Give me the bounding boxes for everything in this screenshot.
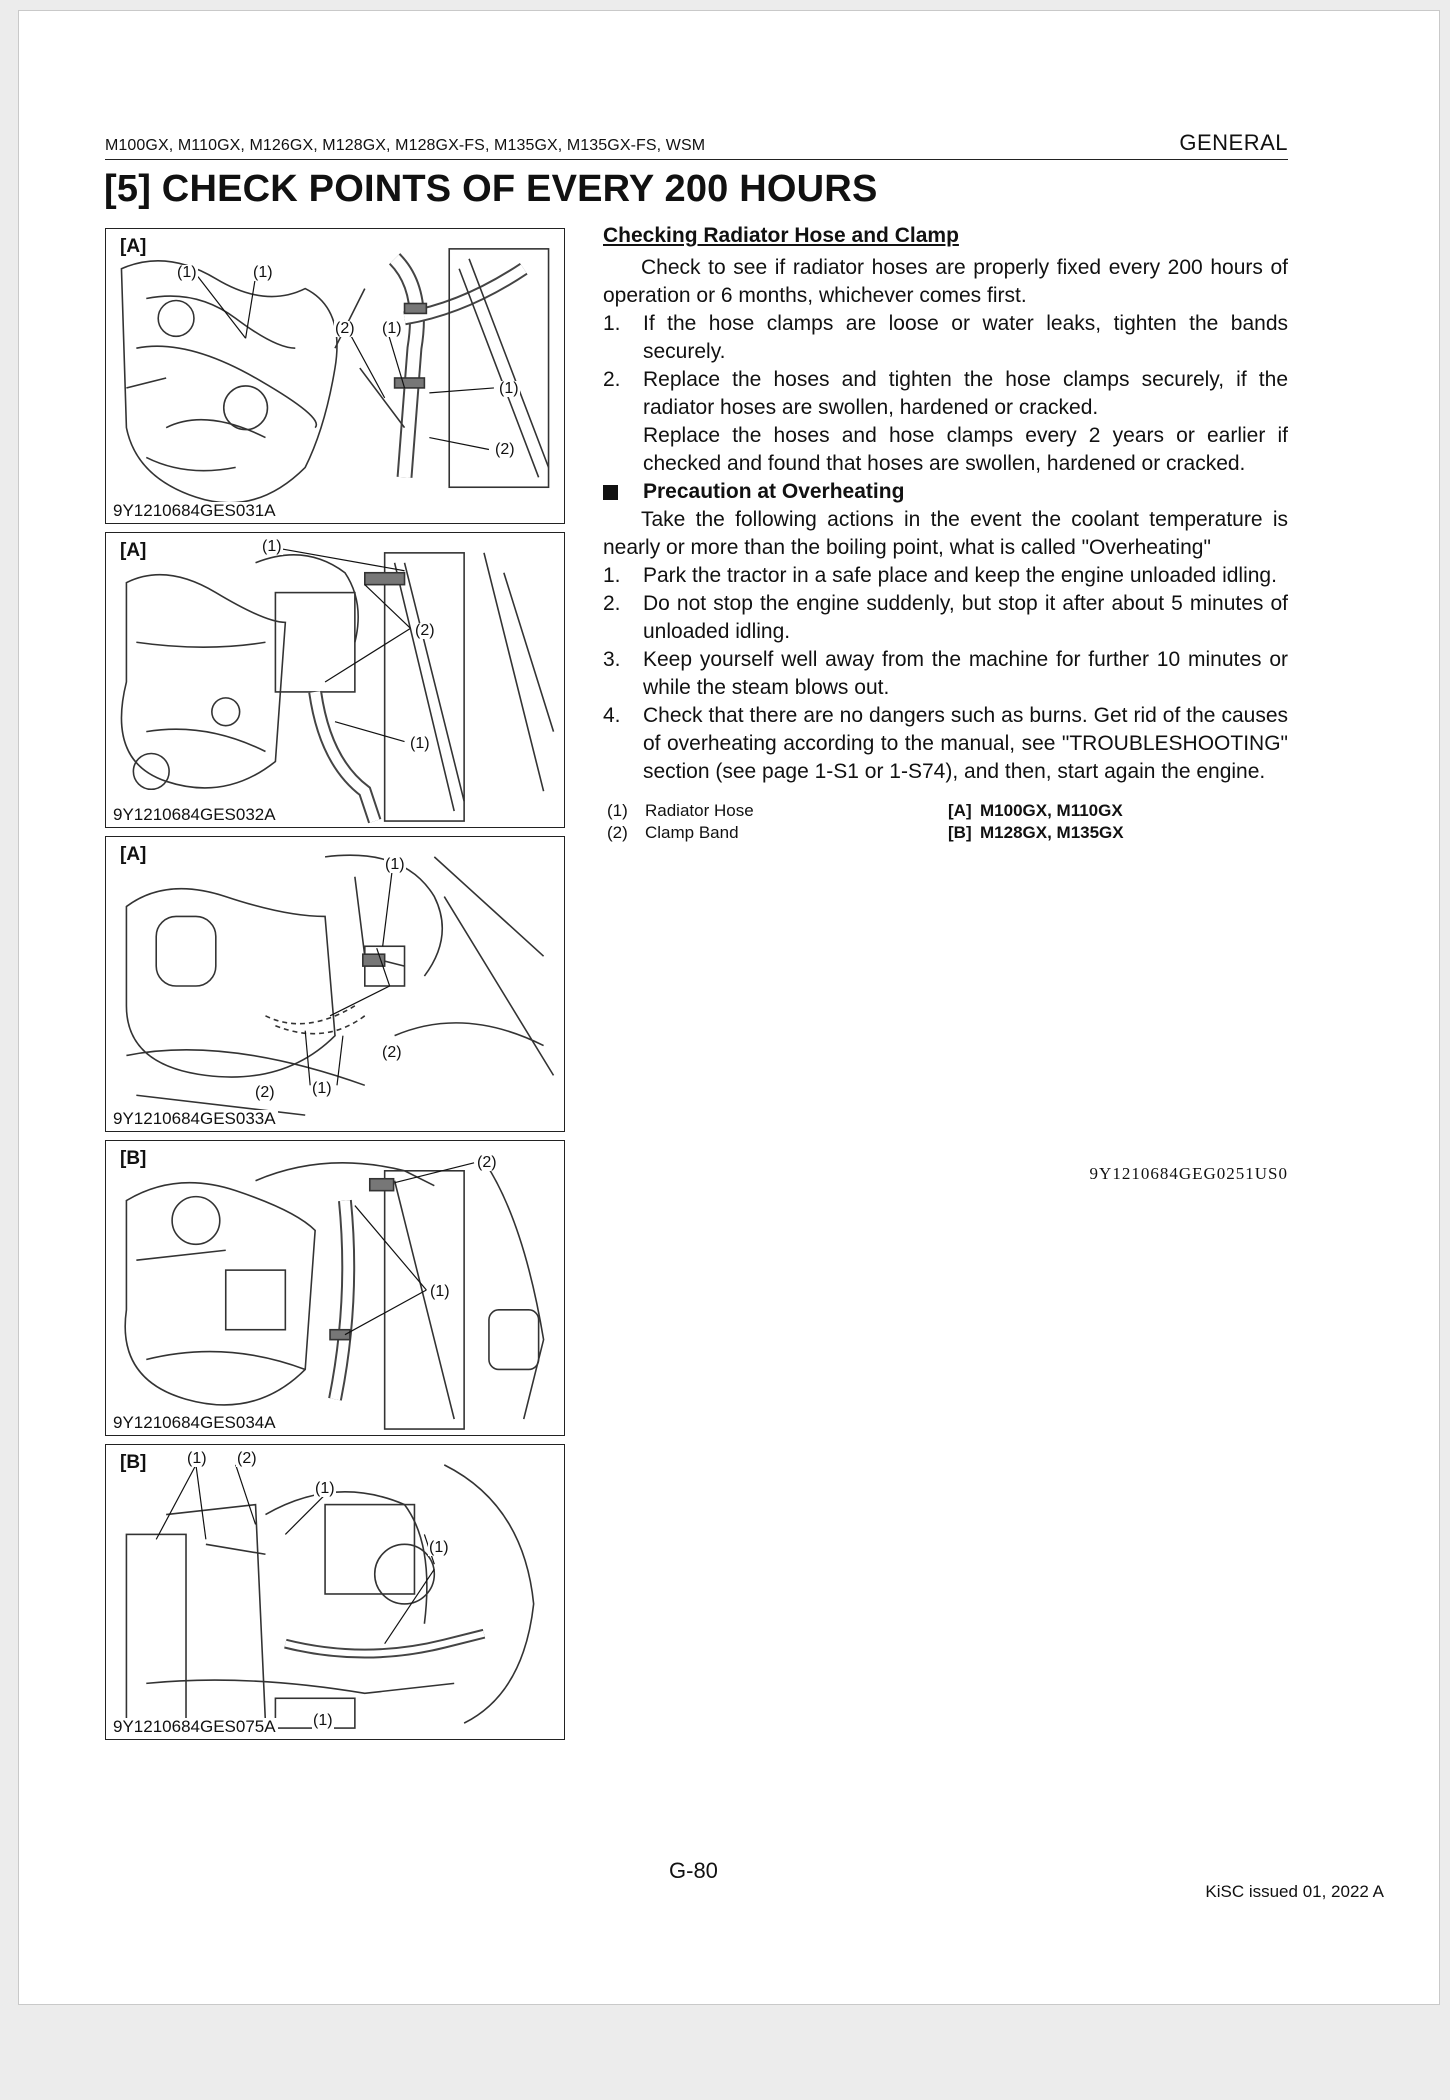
callout-label: (1)	[381, 320, 403, 337]
precaution-intro: Take the following actions in the event …	[603, 508, 1288, 559]
list-item: 3. Keep yourself well away from the mach…	[603, 646, 1288, 702]
legend-model-tag: [A]	[948, 801, 972, 820]
step-text: Do not stop the engine suddenly, but sto…	[643, 592, 1288, 643]
list-item: 4. Check that there are no dangers such …	[603, 702, 1288, 786]
callout-label: (2)	[476, 1154, 498, 1171]
callout-label: (1)	[312, 1712, 334, 1729]
figure-engine-hose-5: [B] (1) (2) (1) (1) (1) 9Y1210684GES075A	[105, 1444, 565, 1740]
legend-label: Radiator Hose	[645, 801, 754, 820]
figure-model-tag: [B]	[118, 1452, 149, 1473]
callout-label: (2)	[236, 1450, 258, 1467]
step-number: 1.	[603, 312, 621, 335]
legend-number: (2)	[607, 823, 628, 842]
list-item: 1. Park the tractor in a safe place and …	[603, 562, 1288, 590]
step-text: Check that there are no dangers such as …	[643, 704, 1288, 783]
page-title: [5] CHECK POINTS OF EVERY 200 HOURS	[104, 168, 878, 210]
callout-label: (1)	[261, 538, 283, 555]
precaution-heading: Precaution at Overheating	[603, 478, 1288, 506]
figure-model-tag: [A]	[118, 844, 149, 865]
legend-item: (2) Clamp Band	[607, 822, 754, 844]
callout-label: (1)	[186, 1450, 208, 1467]
engine-drawing-4	[124, 1160, 545, 1430]
callout-label: (1)	[498, 380, 520, 397]
callout-label: (2)	[494, 441, 516, 458]
legend-models: [A] M100GX, M110GX [B] M128GX, M135GX	[948, 800, 1124, 844]
callout-label: (1)	[252, 264, 274, 281]
section-intro: Check to see if radiator hoses are prope…	[603, 256, 1288, 307]
header-section-name: GENERAL	[1179, 130, 1288, 155]
figure-id: 9Y1210684GES032A	[111, 805, 278, 824]
legend-number: (1)	[607, 801, 628, 820]
callout-label: (1)	[429, 1283, 451, 1300]
hose-check-steps: 1. If the hose clamps are loose or water…	[603, 310, 1288, 478]
figure-id: 9Y1210684GES033A	[111, 1109, 278, 1128]
step-number: 2.	[603, 592, 621, 615]
engine-drawing-3	[125, 854, 555, 1116]
engine-drawing-2	[120, 546, 555, 824]
legend-item: [B] M128GX, M135GX	[948, 822, 1124, 844]
figure-legend: (1) Radiator Hose (2) Clamp Band [A] M100GX…	[603, 800, 1288, 844]
figure-engine-hose-1: [A] (1) (1) (2) (1) (1) (2) 9Y1210684GES…	[105, 228, 565, 524]
callout-label: (1)	[409, 735, 431, 752]
step-number: 4.	[603, 704, 621, 727]
list-item: 1. If the hose clamps are loose or water…	[603, 310, 1288, 366]
step-text: Keep yourself well away from the machine…	[643, 648, 1288, 699]
legend-parts: (1) Radiator Hose (2) Clamp Band	[607, 800, 754, 844]
legend-item: (1) Radiator Hose	[607, 800, 754, 822]
step-text: Replace the hoses and tighten the hose c…	[643, 368, 1288, 419]
list-item: 2. Replace the hoses and tighten the hos…	[603, 366, 1288, 478]
callout-label: (1)	[311, 1080, 333, 1097]
issue-note: KiSC issued 01, 2022 A	[1205, 1882, 1384, 1901]
callout-label: (2)	[414, 622, 436, 639]
square-bullet-icon	[603, 485, 618, 500]
callout-label: (1)	[428, 1539, 450, 1556]
instruction-column: Checking Radiator Hose and Clamp Check t…	[603, 222, 1288, 1183]
header-model-list: M100GX, M110GX, M126GX, M128GX, M128GX-F…	[105, 137, 706, 154]
figure-engine-hose-3: [A] (1) (2) (2) (1) 9Y1210684GES033A	[105, 836, 565, 1132]
figure-model-tag: [A]	[118, 236, 149, 257]
figure-id: 9Y1210684GES034A	[111, 1413, 278, 1432]
precaution-title: Precaution at Overheating	[643, 480, 905, 503]
section-heading: Checking Radiator Hose and Clamp	[603, 224, 959, 247]
page-header: M100GX, M110GX, M126GX, M128GX, M128GX-F…	[105, 124, 1288, 160]
callout-label: (2)	[334, 320, 356, 337]
callout-label: (1)	[384, 856, 406, 873]
step-extra-text: Replace the hoses and hose clamps every …	[643, 424, 1288, 475]
legend-model-tag: [B]	[948, 823, 972, 842]
callout-label: (2)	[254, 1084, 276, 1101]
step-text: If the hose clamps are loose or water le…	[643, 312, 1288, 363]
callout-label: (1)	[314, 1480, 336, 1497]
legend-label: Clamp Band	[645, 823, 739, 842]
figure-engine-hose-4: [B] (2) (1) 9Y1210684GES034A	[105, 1140, 565, 1436]
callout-label: (2)	[381, 1044, 403, 1061]
callout-label: (1)	[176, 264, 198, 281]
step-text: Park the tractor in a safe place and kee…	[643, 564, 1277, 587]
figure-id: 9Y1210684GES031A	[111, 501, 278, 520]
document-code: 9Y1210684GEG0251US0	[1089, 1164, 1288, 1183]
legend-model-label: M100GX, M110GX	[980, 801, 1123, 820]
overheating-steps: 1. Park the tractor in a safe place and …	[603, 562, 1288, 786]
legend-model-label: M128GX, M135GX	[980, 823, 1124, 842]
step-number: 1.	[603, 564, 621, 587]
figure-model-tag: [B]	[118, 1148, 149, 1169]
step-number: 2.	[603, 368, 621, 391]
figure-model-tag: [A]	[118, 540, 149, 561]
engine-drawing-5	[125, 1464, 535, 1729]
figure-engine-hose-2: [A] (1) (2) (1) 9Y1210684GES032A	[105, 532, 565, 828]
figure-column: [A] (1) (1) (2) (1) (1) (2) 9Y1210684GES…	[105, 228, 565, 1748]
page-number: G-80	[669, 1858, 718, 1883]
legend-item: [A] M100GX, M110GX	[948, 800, 1124, 822]
figure-id: 9Y1210684GES075A	[111, 1717, 278, 1736]
list-item: 2. Do not stop the engine suddenly, but …	[603, 590, 1288, 646]
step-number: 3.	[603, 648, 621, 671]
engine-drawing-1	[120, 248, 550, 504]
